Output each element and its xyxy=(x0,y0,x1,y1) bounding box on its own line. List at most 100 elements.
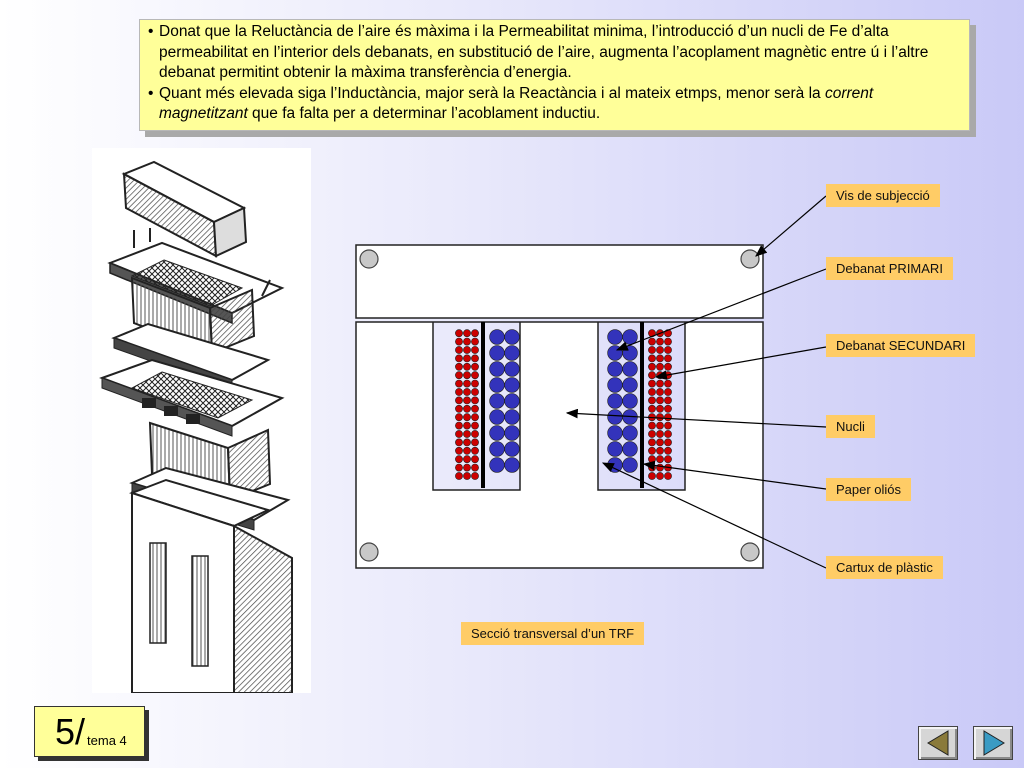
oiled-paper-left xyxy=(481,322,485,488)
secondary-conductor xyxy=(664,396,672,405)
secondary-conductor xyxy=(648,329,656,338)
secondary-conductor xyxy=(455,388,463,396)
secondary-conductor xyxy=(664,388,672,396)
leader-secundari xyxy=(654,346,827,380)
primary-conductor xyxy=(607,457,623,473)
bullet-1-text: Donat que la Reluctància de l’aire és mà… xyxy=(159,23,929,81)
secondary-conductor xyxy=(648,396,656,405)
primary-conductor xyxy=(607,329,623,345)
label-cartux-plastic: Cartux de plàstic xyxy=(826,556,943,579)
primary-conductor xyxy=(489,441,505,457)
secondary-conductor xyxy=(664,455,672,464)
secondary-conductor xyxy=(664,446,672,455)
secondary-conductor xyxy=(664,354,672,363)
secondary-conductor xyxy=(463,438,471,447)
secondary-conductor xyxy=(455,346,463,354)
secondary-conductor xyxy=(463,379,471,388)
primary-conductor xyxy=(622,409,638,425)
secondary-conductor xyxy=(471,438,479,447)
secondary-conductor xyxy=(455,438,463,447)
secondary-conductor xyxy=(664,337,672,346)
core-top-yoke xyxy=(355,244,764,319)
secondary-conductor xyxy=(463,388,471,396)
secondary-conductor xyxy=(648,388,656,396)
secondary-conductor xyxy=(463,354,471,363)
secondary-conductor xyxy=(656,379,664,388)
secondary-conductor xyxy=(656,446,664,455)
secondary-conductor xyxy=(471,388,479,396)
secondary-conductor xyxy=(648,455,656,464)
secondary-conductor xyxy=(656,329,664,338)
secondary-conductor xyxy=(648,413,656,422)
secondary-conductor xyxy=(471,472,479,480)
right-triangle-icon xyxy=(983,730,1005,756)
primary-conductor xyxy=(489,457,505,473)
secondary-conductor xyxy=(648,346,656,354)
secondary-conductor xyxy=(648,421,656,430)
primary-conductor xyxy=(504,425,520,441)
secondary-conductor xyxy=(471,404,479,413)
secondary-conductor xyxy=(664,421,672,430)
secondary-conductor xyxy=(471,396,479,405)
secondary-conductor xyxy=(648,337,656,346)
secondary-conductor xyxy=(463,446,471,455)
bullet-dot: • xyxy=(148,23,154,40)
primary-conductor xyxy=(489,425,505,441)
leader-paper xyxy=(642,460,827,490)
primary-conductor xyxy=(504,457,520,473)
secondary-conductor xyxy=(648,463,656,472)
primary-conductor xyxy=(622,457,638,473)
primary-conductor xyxy=(622,377,638,393)
label-nucli: Nucli xyxy=(826,415,875,438)
primary-conductor xyxy=(607,425,623,441)
secondary-conductor xyxy=(656,421,664,430)
screw-icon xyxy=(359,249,379,269)
previous-button[interactable] xyxy=(918,726,958,760)
secondary-conductor xyxy=(471,430,479,438)
secondary-conductor xyxy=(463,463,471,472)
primary-conductor xyxy=(504,329,520,345)
secondary-conductor xyxy=(656,463,664,472)
secondary-conductor xyxy=(455,371,463,380)
secondary-conductor xyxy=(664,379,672,388)
secondary-conductor xyxy=(648,430,656,438)
leader-cartux xyxy=(601,462,827,569)
primary-conductor xyxy=(622,345,638,361)
secondary-conductor xyxy=(455,362,463,371)
secondary-conductor xyxy=(471,413,479,422)
secondary-conductor xyxy=(648,472,656,480)
secondary-conductor xyxy=(664,362,672,371)
secondary-conductor xyxy=(455,430,463,438)
secondary-conductor xyxy=(656,337,664,346)
left-triangle-icon xyxy=(927,730,949,756)
secondary-conductor xyxy=(648,446,656,455)
secondary-conductor xyxy=(463,337,471,346)
emphasis-text: corrent magnetitzant xyxy=(159,84,874,123)
secondary-conductor xyxy=(463,455,471,464)
secondary-conductor xyxy=(463,371,471,380)
primary-conductor xyxy=(622,393,638,409)
windings xyxy=(455,329,672,480)
secondary-conductor xyxy=(471,337,479,346)
slide-number-box: 5/ tema 4 xyxy=(34,706,145,757)
secondary-conductor xyxy=(648,354,656,363)
slide-number: 5/ xyxy=(55,711,86,752)
next-button[interactable] xyxy=(973,726,1013,760)
diagram-caption: Secció transversal d’un TRF xyxy=(461,622,645,645)
transformer-exploded-illustration xyxy=(92,148,311,694)
secondary-conductor xyxy=(648,438,656,447)
secondary-conductor xyxy=(463,421,471,430)
bullet-2: • Quant més elevada siga l’Inductància, … xyxy=(148,84,961,125)
secondary-conductor xyxy=(471,421,479,430)
secondary-conductor xyxy=(471,362,479,371)
secondary-conductor xyxy=(455,379,463,388)
secondary-conductor xyxy=(455,329,463,338)
secondary-conductor xyxy=(455,472,463,480)
primary-conductor xyxy=(504,361,520,377)
exploded-view-drawing xyxy=(99,160,293,694)
info-note: • Donat que la Reluctància de l’aire és … xyxy=(139,19,970,131)
secondary-conductor xyxy=(471,371,479,380)
primary-conductor xyxy=(607,393,623,409)
secondary-conductor xyxy=(664,329,672,338)
secondary-conductor xyxy=(664,371,672,380)
